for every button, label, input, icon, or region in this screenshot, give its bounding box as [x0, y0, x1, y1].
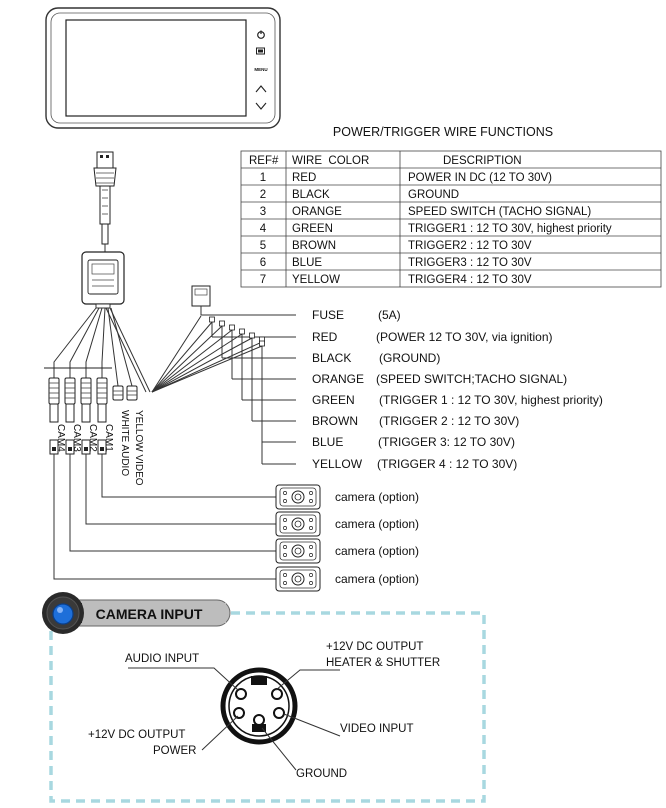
wire-description: (TRIGGER 2 : 12 TO 30V)	[379, 414, 519, 428]
source-icon[interactable]	[256, 47, 265, 55]
rca-connector	[96, 377, 108, 460]
wire-description: (SPEED SWITCH;TACHO SIGNAL)	[376, 372, 567, 386]
arrow-up-icon[interactable]	[255, 85, 267, 93]
mini-din-connector	[220, 667, 298, 745]
cam4-label: CAM4	[55, 424, 66, 452]
table-cell-ref: 5	[260, 240, 266, 252]
camera-connectors	[48, 377, 108, 460]
table-cell-desc: TRIGGER1 : 12 TO 30V, highest priority	[408, 223, 612, 235]
table-cell-ref: 1	[260, 172, 266, 184]
camera-input-badge-icon	[52, 603, 74, 625]
wire-name: FUSE	[312, 308, 344, 322]
heater-output-label-2: HEATER & SHUTTER	[326, 657, 440, 669]
wire-name: BLUE	[312, 435, 343, 449]
power-icon[interactable]	[257, 30, 265, 39]
table-header-ref: REF#	[249, 155, 279, 167]
audio-input-label: AUDIO INPUT	[125, 653, 199, 665]
camera-icon	[275, 566, 321, 592]
table-cell-color: GREEN	[292, 223, 333, 235]
table-title: POWER/TRIGGER WIRE FUNCTIONS	[333, 125, 553, 139]
table-cell-color: YELLOW	[292, 274, 340, 286]
wire-description: (TRIGGER 1 : 12 TO 30V, highest priority…	[379, 393, 603, 407]
heater-output-label-1: +12V DC OUTPUT	[326, 641, 423, 653]
rca-connector	[80, 377, 92, 460]
power-output-label-1: +12V DC OUTPUT	[88, 729, 185, 741]
cam2-label: CAM2	[87, 424, 98, 452]
wire-name: BLACK	[312, 351, 351, 365]
connector-labels: CAM4 CAM3 CAM2 CAM1 WHITE AUDIO YELLOW V…	[55, 410, 144, 486]
trigger-wire-fan	[151, 312, 296, 465]
power-output-label-2: POWER	[153, 745, 196, 757]
ground-label: GROUND	[296, 768, 347, 780]
harness	[81, 151, 125, 309]
table-cell-desc: SPEED SWITCH (TACHO SIGNAL)	[408, 206, 591, 218]
rca-connector	[64, 377, 76, 460]
av-connectors	[112, 385, 138, 401]
camera-input-title: CAMERA INPUT	[96, 606, 203, 622]
arrow-down-icon[interactable]	[255, 102, 267, 110]
table-cell-ref: 6	[260, 257, 266, 269]
table-header-color: WIRE COLOR	[292, 155, 369, 167]
video-input-label: VIDEO INPUT	[340, 723, 413, 735]
camera-label: camera (option)	[335, 517, 419, 531]
camera-icon	[275, 538, 321, 564]
camera-lead-lines	[53, 460, 276, 580]
camera-icon	[275, 484, 321, 510]
wire-description: (POWER 12 TO 30V, via ignition)	[376, 330, 553, 344]
wire-name: YELLOW	[312, 457, 363, 471]
table-cell-color: BROWN	[292, 240, 336, 252]
yellow-video-label: YELLOW VIDEO	[133, 410, 144, 486]
table-cell-color: BLACK	[292, 189, 330, 201]
camera-input-badge: CAMERA INPUT	[42, 592, 231, 634]
wire-function-table: POWER/TRIGGER WIRE FUNCTIONS REF# WIRE C…	[240, 125, 662, 288]
table-cell-ref: 3	[260, 206, 266, 218]
cam1-label: CAM1	[103, 424, 114, 452]
camera-label: camera (option)	[335, 490, 419, 504]
wire-name: BROWN	[312, 414, 358, 428]
cameras: camera (option) camera (option) camera (op…	[275, 484, 419, 592]
wire-description: (TRIGGER 3: 12 TO 30V)	[378, 435, 515, 449]
monitor-screen	[65, 19, 247, 117]
table-cell-color: ORANGE	[292, 206, 342, 218]
wire-labels: FUSE (5A) RED (POWER 12 TO 30V, via ignitio…	[312, 308, 603, 471]
table-cell-desc: GROUND	[408, 189, 459, 201]
table-cell-desc: POWER IN DC (12 TO 30V)	[408, 172, 552, 184]
wire-name: ORANGE	[312, 372, 364, 386]
fuse-holder	[191, 285, 211, 312]
wire-description: (TRIGGER 4 : 12 TO 30V)	[377, 457, 517, 471]
camera-label: camera (option)	[335, 544, 419, 558]
monitor: MENU	[45, 7, 281, 129]
camera-input-frame	[49, 611, 486, 803]
rca-connector	[48, 377, 60, 460]
camera-icon	[275, 511, 321, 537]
camera-label: camera (option)	[335, 572, 419, 586]
menu-button-label[interactable]: MENU	[254, 67, 267, 72]
table-cell-ref: 4	[260, 223, 267, 235]
table-cell-desc: TRIGGER3 : 12 TO 30V	[408, 257, 532, 269]
table-cell-color: RED	[292, 172, 316, 184]
table-cell-desc: TRIGGER4 : 12 TO 30V	[408, 274, 532, 286]
wire-description: (GROUND)	[379, 351, 440, 365]
wire-name: RED	[312, 330, 338, 344]
table-cell-desc: TRIGGER2 : 12 TO 30V	[408, 240, 532, 252]
wire-name: GREEN	[312, 393, 355, 407]
table-cell-color: BLUE	[292, 257, 322, 269]
table-cell-ref: 2	[260, 189, 266, 201]
table-cell-ref: 7	[260, 274, 266, 286]
camera-input-section: CAMERA INPUT AUDIO INPUT +12V DC OUTPUT …	[42, 592, 486, 803]
table-header-desc: DESCRIPTION	[443, 155, 522, 167]
cam3-label: CAM3	[71, 424, 82, 452]
camera-wire-bundle	[44, 307, 151, 393]
white-audio-label: WHITE AUDIO	[119, 410, 130, 476]
wire-description: (5A)	[378, 308, 401, 322]
